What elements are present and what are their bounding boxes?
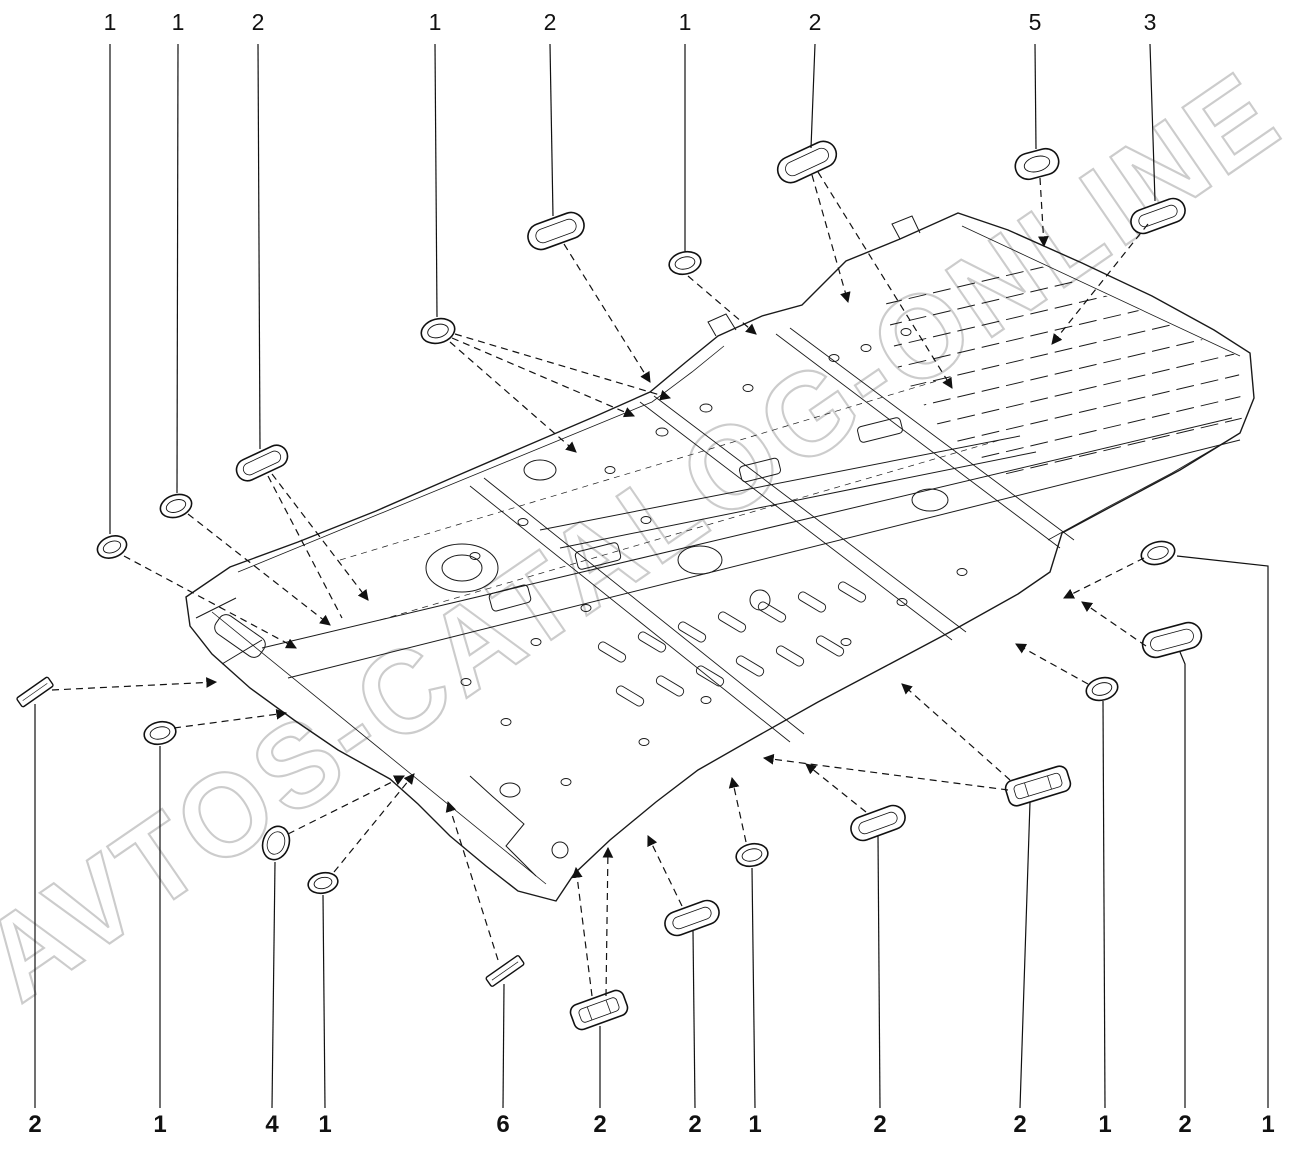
callout-label: 3 bbox=[1144, 9, 1157, 35]
callout-bottom-8: 2 bbox=[873, 835, 887, 1138]
plug-grommet-round bbox=[735, 842, 769, 868]
plug-oval-grommet bbox=[1014, 147, 1060, 181]
plug-oval bbox=[235, 444, 289, 482]
bottom-callouts: 2 1 4 1 6 2 2 1 2 2 bbox=[28, 555, 1275, 1138]
plug-grommet-round bbox=[668, 250, 702, 276]
callout-bottom-10: 1 bbox=[1098, 700, 1112, 1138]
callout-top-2: 2 bbox=[252, 9, 265, 450]
callout-bottom-1: 1 bbox=[153, 746, 167, 1138]
plug-grommet-round bbox=[96, 535, 128, 559]
plug-strip bbox=[485, 955, 525, 987]
plug-grommet-round bbox=[1085, 676, 1119, 702]
plug-strip bbox=[16, 676, 54, 708]
callout-bottom-11: 2 bbox=[1178, 651, 1192, 1138]
plug-rectangular bbox=[569, 989, 629, 1031]
leader-lines bbox=[51, 171, 1149, 997]
vehicle-underbody-drawing bbox=[185, 212, 1255, 902]
callout-label: 1 bbox=[153, 1111, 166, 1138]
plug-grommet-round bbox=[143, 720, 177, 746]
top-callouts: 1 1 2 1 2 1 2 5 3 bbox=[104, 9, 1157, 534]
callout-top-3: 1 bbox=[429, 9, 442, 318]
callout-top-7: 5 bbox=[1029, 9, 1042, 150]
callout-label: 2 bbox=[688, 1111, 701, 1138]
callout-label: 2 bbox=[544, 9, 557, 35]
floor-holes bbox=[460, 328, 968, 786]
callout-label: 1 bbox=[748, 1111, 761, 1138]
callout-label: 2 bbox=[809, 9, 822, 35]
callout-bottom-6: 2 bbox=[688, 930, 702, 1138]
plug-oval bbox=[664, 899, 720, 937]
callout-label: 1 bbox=[1261, 1111, 1274, 1138]
callout-label: 1 bbox=[429, 9, 442, 35]
callout-label: 2 bbox=[28, 1111, 41, 1138]
plug-round-cap bbox=[261, 825, 291, 861]
callout-bottom-4: 6 bbox=[496, 983, 510, 1138]
callout-bottom-9: 2 bbox=[1013, 801, 1031, 1138]
callout-top-0: 1 bbox=[104, 9, 117, 534]
callout-top-4: 2 bbox=[544, 9, 557, 217]
callout-label: 1 bbox=[104, 9, 117, 35]
callout-label: 2 bbox=[1013, 1111, 1026, 1138]
plug-oval bbox=[1130, 197, 1186, 235]
callout-label: 1 bbox=[318, 1111, 331, 1138]
plug-parts bbox=[16, 140, 1203, 1031]
callout-bottom-12: 1 bbox=[1176, 555, 1275, 1138]
callout-bottom-2: 4 bbox=[265, 861, 279, 1138]
callout-top-1: 1 bbox=[172, 9, 185, 494]
callout-label: 2 bbox=[1178, 1111, 1191, 1138]
plug-grommet-round bbox=[159, 493, 193, 519]
plug-grommet-round bbox=[307, 871, 339, 895]
callout-label: 5 bbox=[1029, 9, 1042, 35]
callout-label: 4 bbox=[265, 1111, 279, 1138]
callout-bottom-5: 2 bbox=[593, 1026, 607, 1138]
callout-bottom-0: 2 bbox=[28, 704, 42, 1138]
callout-label: 1 bbox=[172, 9, 185, 35]
plug-oval bbox=[776, 140, 838, 184]
floor-slots bbox=[597, 581, 867, 707]
watermark: AVTOS-CATALOG-ONLINE bbox=[0, 44, 1305, 1027]
callout-top-8: 3 bbox=[1144, 9, 1157, 202]
callout-top-5: 1 bbox=[679, 9, 692, 251]
body-fittings bbox=[195, 215, 949, 877]
callout-label: 2 bbox=[593, 1111, 606, 1138]
plug-oval bbox=[527, 211, 585, 251]
callout-label: 2 bbox=[873, 1111, 886, 1138]
plug-oval bbox=[1141, 621, 1203, 659]
watermark-text: AVTOS-CATALOG-ONLINE bbox=[0, 45, 1304, 1026]
plug-rectangular bbox=[1004, 765, 1072, 807]
callout-bottom-3: 1 bbox=[318, 894, 332, 1138]
callout-top-6: 2 bbox=[809, 9, 822, 149]
plug-oval bbox=[850, 804, 906, 842]
callout-label: 1 bbox=[1098, 1111, 1111, 1138]
plug-grommet-round bbox=[1140, 540, 1176, 566]
plug-grommet-round bbox=[420, 317, 456, 345]
callout-label: 2 bbox=[252, 9, 265, 35]
callout-bottom-7: 1 bbox=[748, 867, 762, 1138]
callout-label: 6 bbox=[496, 1111, 509, 1138]
callout-label: 1 bbox=[679, 9, 692, 35]
